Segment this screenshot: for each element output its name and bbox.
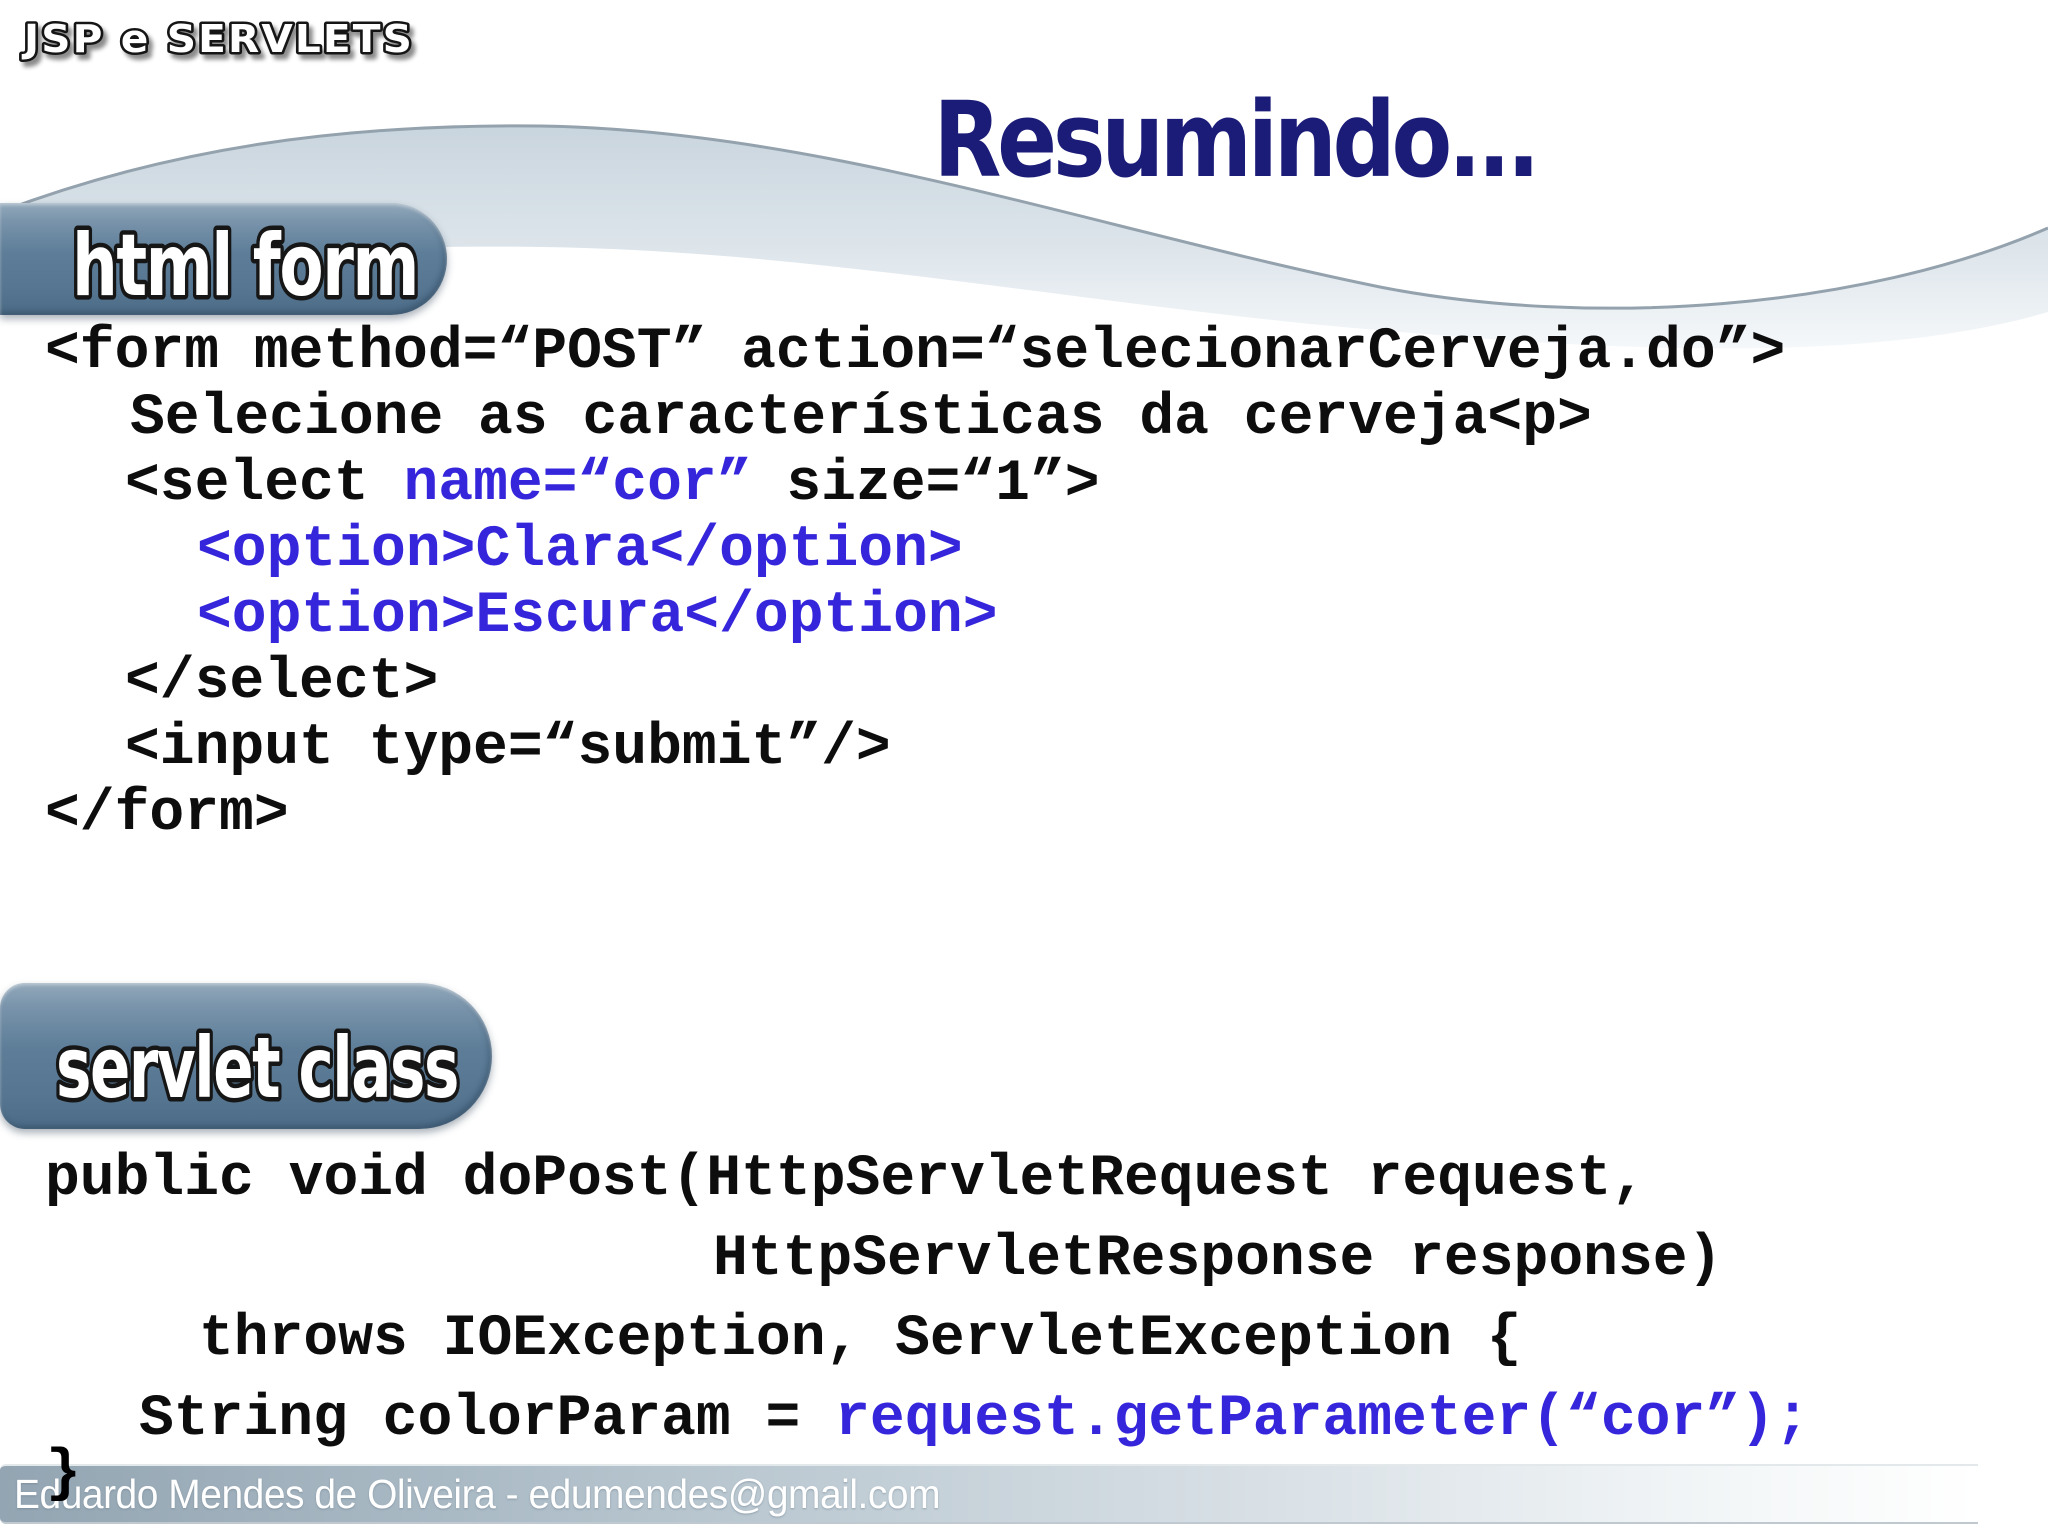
- code-segment: HttpServletResponse response): [713, 1227, 1723, 1292]
- page-title: Resumindo...: [933, 79, 1540, 201]
- code-line: Selecione as características da cerveja<…: [45, 386, 1785, 452]
- app-logo: JSP e SERVLETS: [18, 6, 448, 83]
- code-segment: </select>: [125, 650, 439, 715]
- code-segment: public void doPost(HttpServletRequest re…: [45, 1147, 1647, 1212]
- servlet-code-block: public void doPost(HttpServletRequest re…: [45, 1140, 1810, 1460]
- code-segment: request.getParameter(“cor”);: [835, 1387, 1810, 1452]
- code-line: throws IOException, ServletException {: [45, 1300, 1810, 1380]
- code-line: <input type=“submit”/>: [45, 716, 1785, 782]
- section-badge-servlet-class: servlet class: [0, 983, 492, 1129]
- section-badge-html-form: html form: [0, 203, 447, 321]
- code-segment: size=“1”>: [751, 452, 1100, 517]
- footer-bar: Eduardo Mendes de Oliveira - edumendes@g…: [0, 1464, 1978, 1524]
- code-segment: String colorParam =: [139, 1387, 836, 1452]
- html-form-code-block: <form method=“POST” action=“selecionarCe…: [45, 320, 1785, 848]
- code-segment: <form method=“POST” action=“selecionarCe…: [45, 320, 1786, 385]
- code-line: </select>: [45, 650, 1785, 716]
- code-segment: <option>Clara</option>: [197, 518, 963, 583]
- code-segment: <select: [125, 452, 404, 517]
- section-badge-html-form-label: html form: [72, 216, 418, 316]
- code-line: <select name=“cor” size=“1”>: [45, 452, 1785, 518]
- code-segment: Selecione as características da cerveja<…: [130, 386, 1592, 451]
- code-segment: <input type=“submit”/>: [125, 716, 891, 781]
- code-segment: throws IOException, ServletException {: [199, 1307, 1522, 1372]
- code-segment: </form>: [45, 782, 289, 847]
- code-line: <form method=“POST” action=“selecionarCe…: [45, 320, 1785, 386]
- wave-ribbon-fill: [0, 125, 2048, 349]
- code-line: public void doPost(HttpServletRequest re…: [45, 1140, 1810, 1220]
- code-line: HttpServletResponse response): [45, 1220, 1810, 1300]
- code-line: String colorParam = request.getParameter…: [45, 1380, 1810, 1460]
- code-line: <option>Escura</option>: [45, 584, 1785, 650]
- code-segment: <option>Escura</option>: [197, 584, 998, 649]
- wave-ribbon-stroke: [0, 124, 2048, 310]
- code-segment: name=“cor”: [403, 452, 752, 517]
- code-line: </form>: [45, 782, 1785, 848]
- logo-text: JSP e SERVLETS: [21, 17, 414, 61]
- closing-brace: }: [46, 1442, 81, 1507]
- wave-decoration: [0, 124, 2048, 349]
- code-line: <option>Clara</option>: [45, 518, 1785, 584]
- footer-text: Eduardo Mendes de Oliveira - edumendes@g…: [14, 1470, 941, 1517]
- section-badge-servlet-class-label: servlet class: [56, 1019, 458, 1117]
